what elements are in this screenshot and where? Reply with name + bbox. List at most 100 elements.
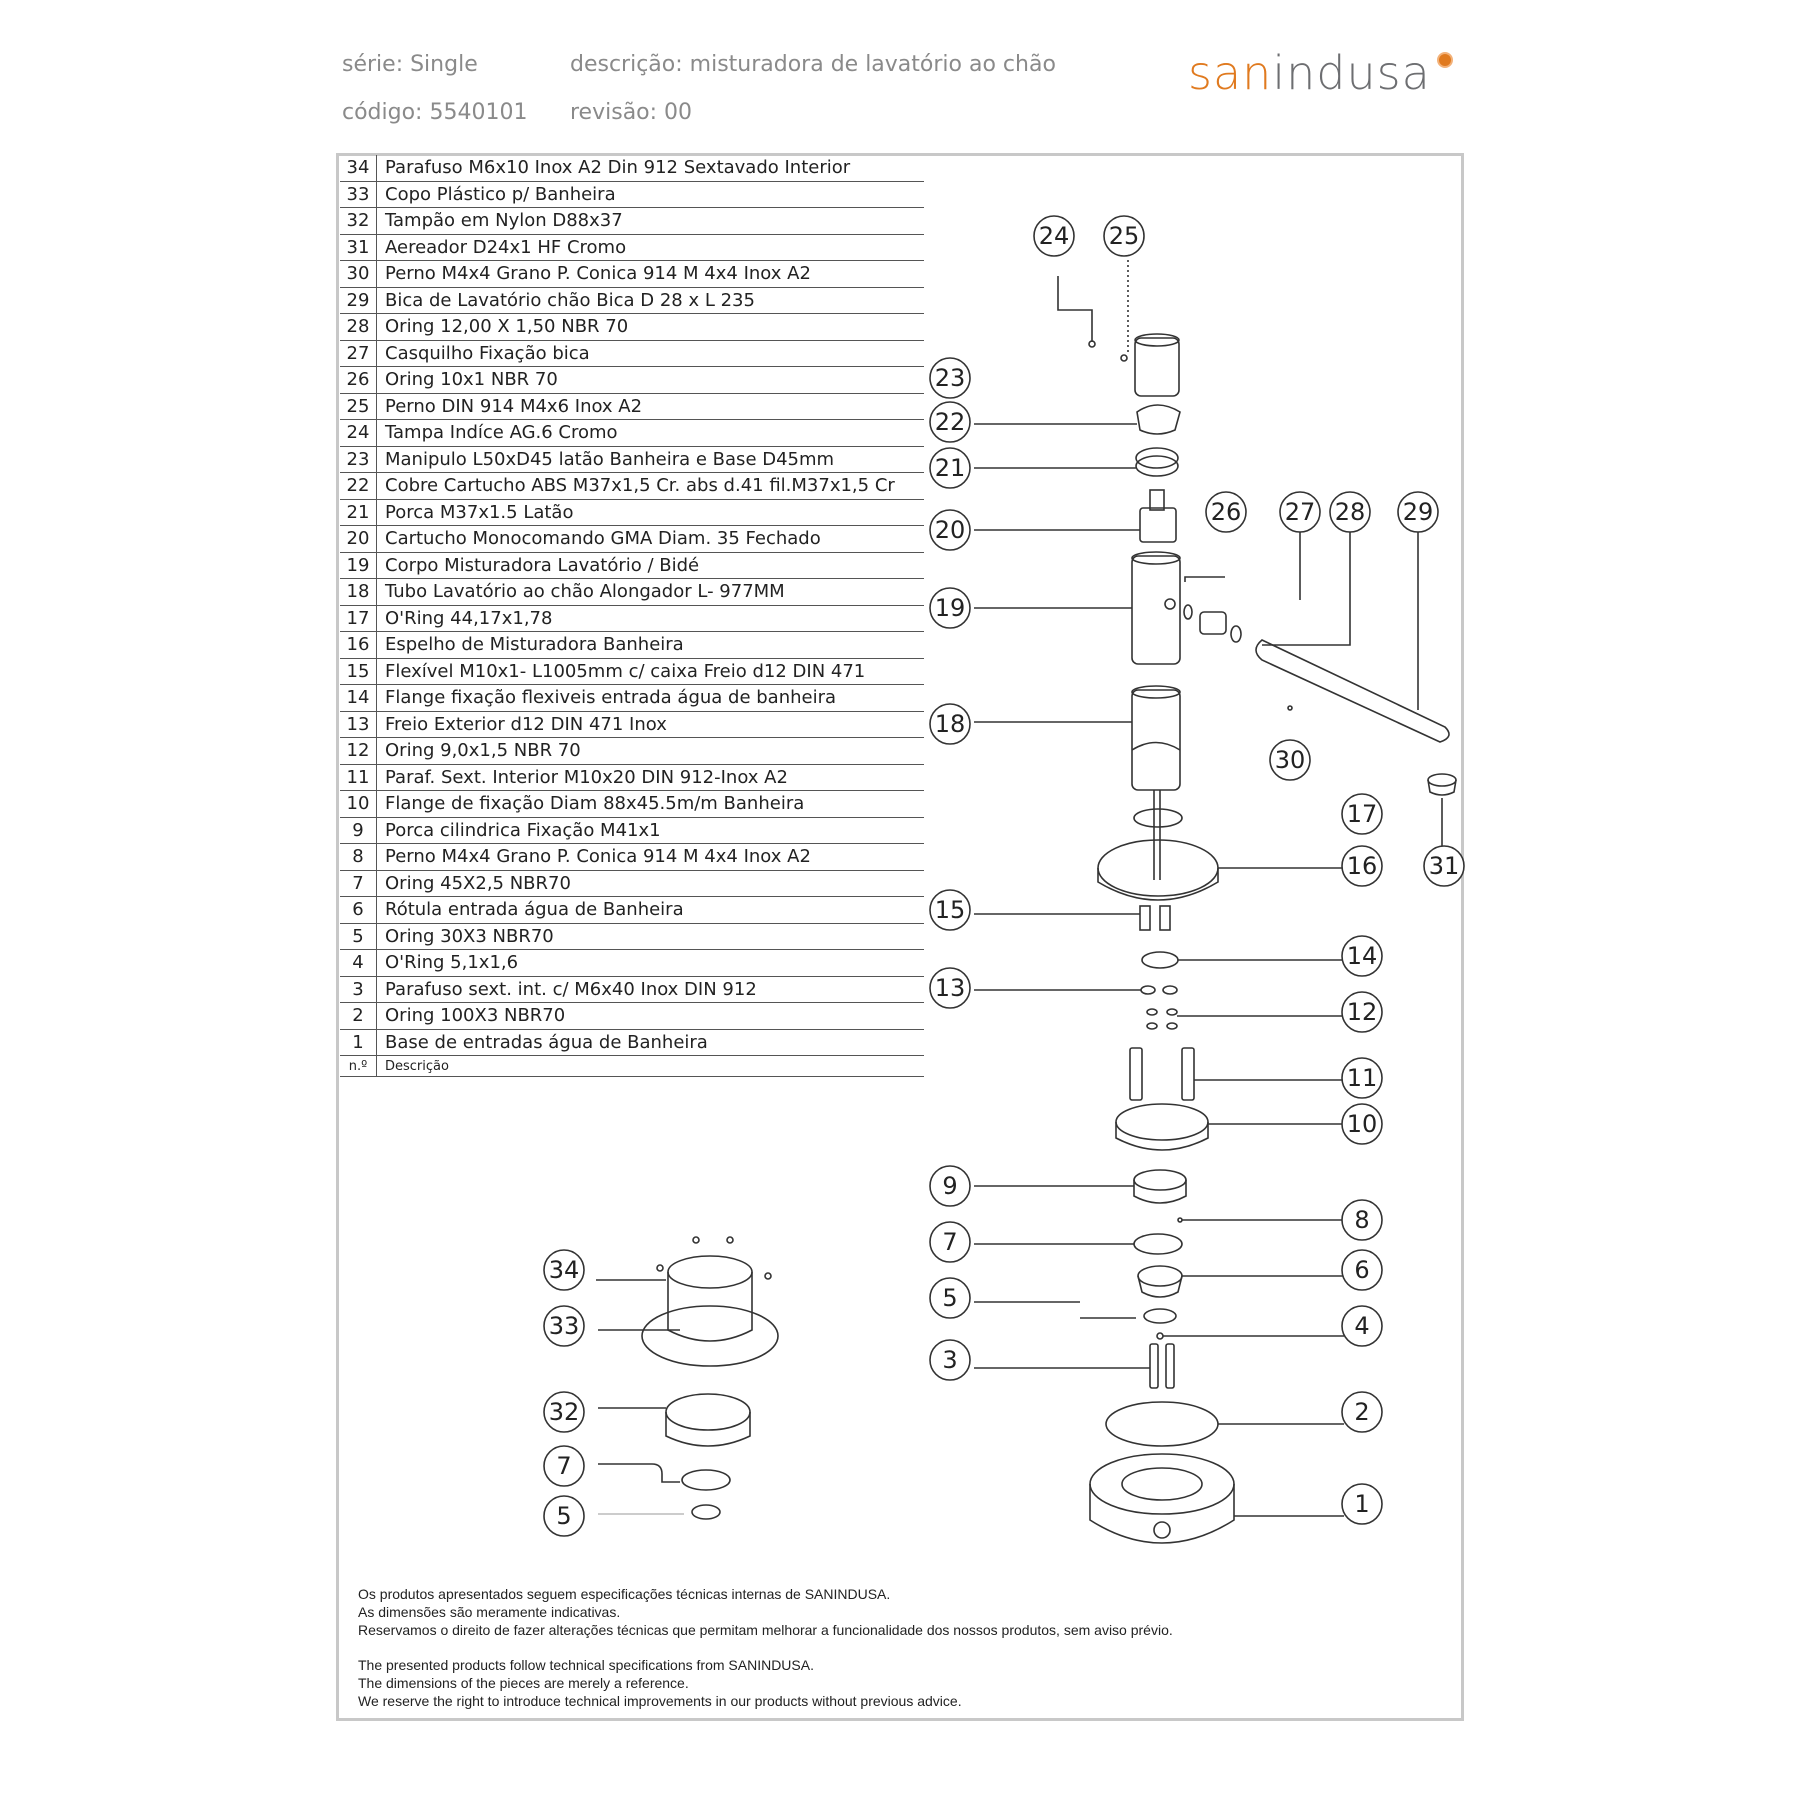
disclaimer-pt-line: Reservamos o direito de fazer alterações… — [358, 1622, 1173, 1638]
callout-label: 33 — [549, 1312, 580, 1340]
part-description: Tubo Lavatório ao chão Alongador L- 977M… — [376, 578, 924, 606]
callout-25: 25 — [1103, 215, 1145, 257]
callout-18: 18 — [929, 703, 971, 745]
part-number: 5 — [340, 923, 377, 950]
callout-24: 24 — [1033, 215, 1075, 257]
part-number: 22 — [340, 472, 377, 500]
part-number: 27 — [340, 340, 377, 367]
callout-29: 29 — [1397, 491, 1439, 533]
callout-circle — [929, 357, 971, 399]
part-number: 25 — [340, 393, 377, 420]
callout-4: 4 — [1341, 1305, 1383, 1347]
callout-8: 8 — [1341, 1199, 1383, 1241]
callout-33: 33 — [543, 1305, 585, 1347]
leader-24 — [1057, 276, 1093, 342]
callout-label: 24 — [1039, 222, 1070, 250]
callout-label: 7 — [556, 1452, 571, 1480]
part-description: O'Ring 5,1x1,6 — [376, 949, 924, 977]
callout-34: 34 — [543, 1249, 585, 1291]
callout-7: 7 — [929, 1221, 971, 1263]
callout-label: 34 — [549, 1256, 580, 1284]
callout-circle — [1341, 845, 1383, 887]
part-number: 18 — [340, 578, 377, 606]
callout-label: 27 — [1285, 498, 1316, 526]
part-number: 15 — [340, 658, 377, 685]
part-number: 9 — [340, 817, 377, 844]
part-description: Base de entradas água de Banheira — [376, 1029, 924, 1056]
callout-label: 22 — [935, 408, 966, 436]
part-description: Flange de fixação Diam 88x45.5m/m Banhei… — [376, 790, 924, 818]
callout-circle — [1329, 491, 1371, 533]
part-number: 12 — [340, 737, 377, 765]
callout-circle — [929, 889, 971, 931]
part-description: Perno DIN 914 M4x6 Inox A2 — [376, 393, 924, 420]
part-description: Oring 100X3 NBR70 — [376, 1002, 924, 1030]
callout-label: 4 — [1354, 1312, 1369, 1340]
callout-21: 21 — [929, 447, 971, 489]
part-description: O'Ring 44,17x1,78 — [376, 605, 924, 632]
part-number: 34 — [340, 155, 377, 182]
part-description: Porca M37x1.5 Latão — [376, 499, 924, 526]
part-number: 2 — [340, 1002, 377, 1030]
callout-label: 11 — [1347, 1064, 1378, 1092]
callout-label: 16 — [1347, 852, 1378, 880]
callout-circle — [1205, 491, 1247, 533]
part-description: Cobre Cartucho ABS M37x1,5 Cr. abs d.41 … — [376, 472, 924, 500]
callout-label: 21 — [935, 454, 966, 482]
part-number: 30 — [340, 260, 377, 288]
disclaimer-pt-line: Os produtos apresentados seguem especifi… — [358, 1586, 891, 1602]
callout-circle — [1279, 491, 1321, 533]
callout-label: 10 — [1347, 1110, 1378, 1138]
part-number: 13 — [340, 711, 377, 738]
callout-label: 14 — [1347, 942, 1378, 970]
callout-label: 8 — [1354, 1206, 1369, 1234]
callout-label: 29 — [1403, 498, 1434, 526]
callout-20: 20 — [929, 509, 971, 551]
header-description: Descrição — [376, 1055, 924, 1077]
callout-12: 12 — [1341, 991, 1383, 1033]
sanindusa-logo: sanindusa — [1188, 46, 1453, 100]
part-description: Cartucho Monocomando GMA Diam. 35 Fechad… — [376, 525, 924, 553]
callout-label: 31 — [1429, 852, 1460, 880]
callout-circle — [1103, 215, 1145, 257]
part-description: Manipulo L50xD45 latão Banheira e Base D… — [376, 446, 924, 473]
part-number: 4 — [340, 949, 377, 977]
revisao-label: revisão: 00 — [570, 100, 693, 125]
callout-circle — [543, 1391, 585, 1433]
callout-label: 19 — [935, 594, 966, 622]
part-description: Parafuso sext. int. c/ M6x40 Inox DIN 91… — [376, 976, 924, 1003]
callout-label: 25 — [1109, 222, 1140, 250]
part-description: Freio Exterior d12 DIN 471 Inox — [376, 711, 924, 738]
logo-dot-icon — [1436, 52, 1453, 68]
part-number: 31 — [340, 234, 377, 261]
part-description: Oring 9,0x1,5 NBR 70 — [376, 737, 924, 765]
callout-9: 9 — [929, 1165, 971, 1207]
callout-circle — [1341, 935, 1383, 977]
callout-circle — [929, 447, 971, 489]
callout-circle — [543, 1249, 585, 1291]
callout-17: 17 — [1341, 793, 1383, 835]
part-number: 20 — [340, 525, 377, 553]
disclaimer-en-line: The dimensions of the pieces are merely … — [358, 1675, 689, 1691]
part-number: 16 — [340, 631, 377, 659]
part-number: 10 — [340, 790, 377, 818]
callout-circle — [1269, 739, 1311, 781]
